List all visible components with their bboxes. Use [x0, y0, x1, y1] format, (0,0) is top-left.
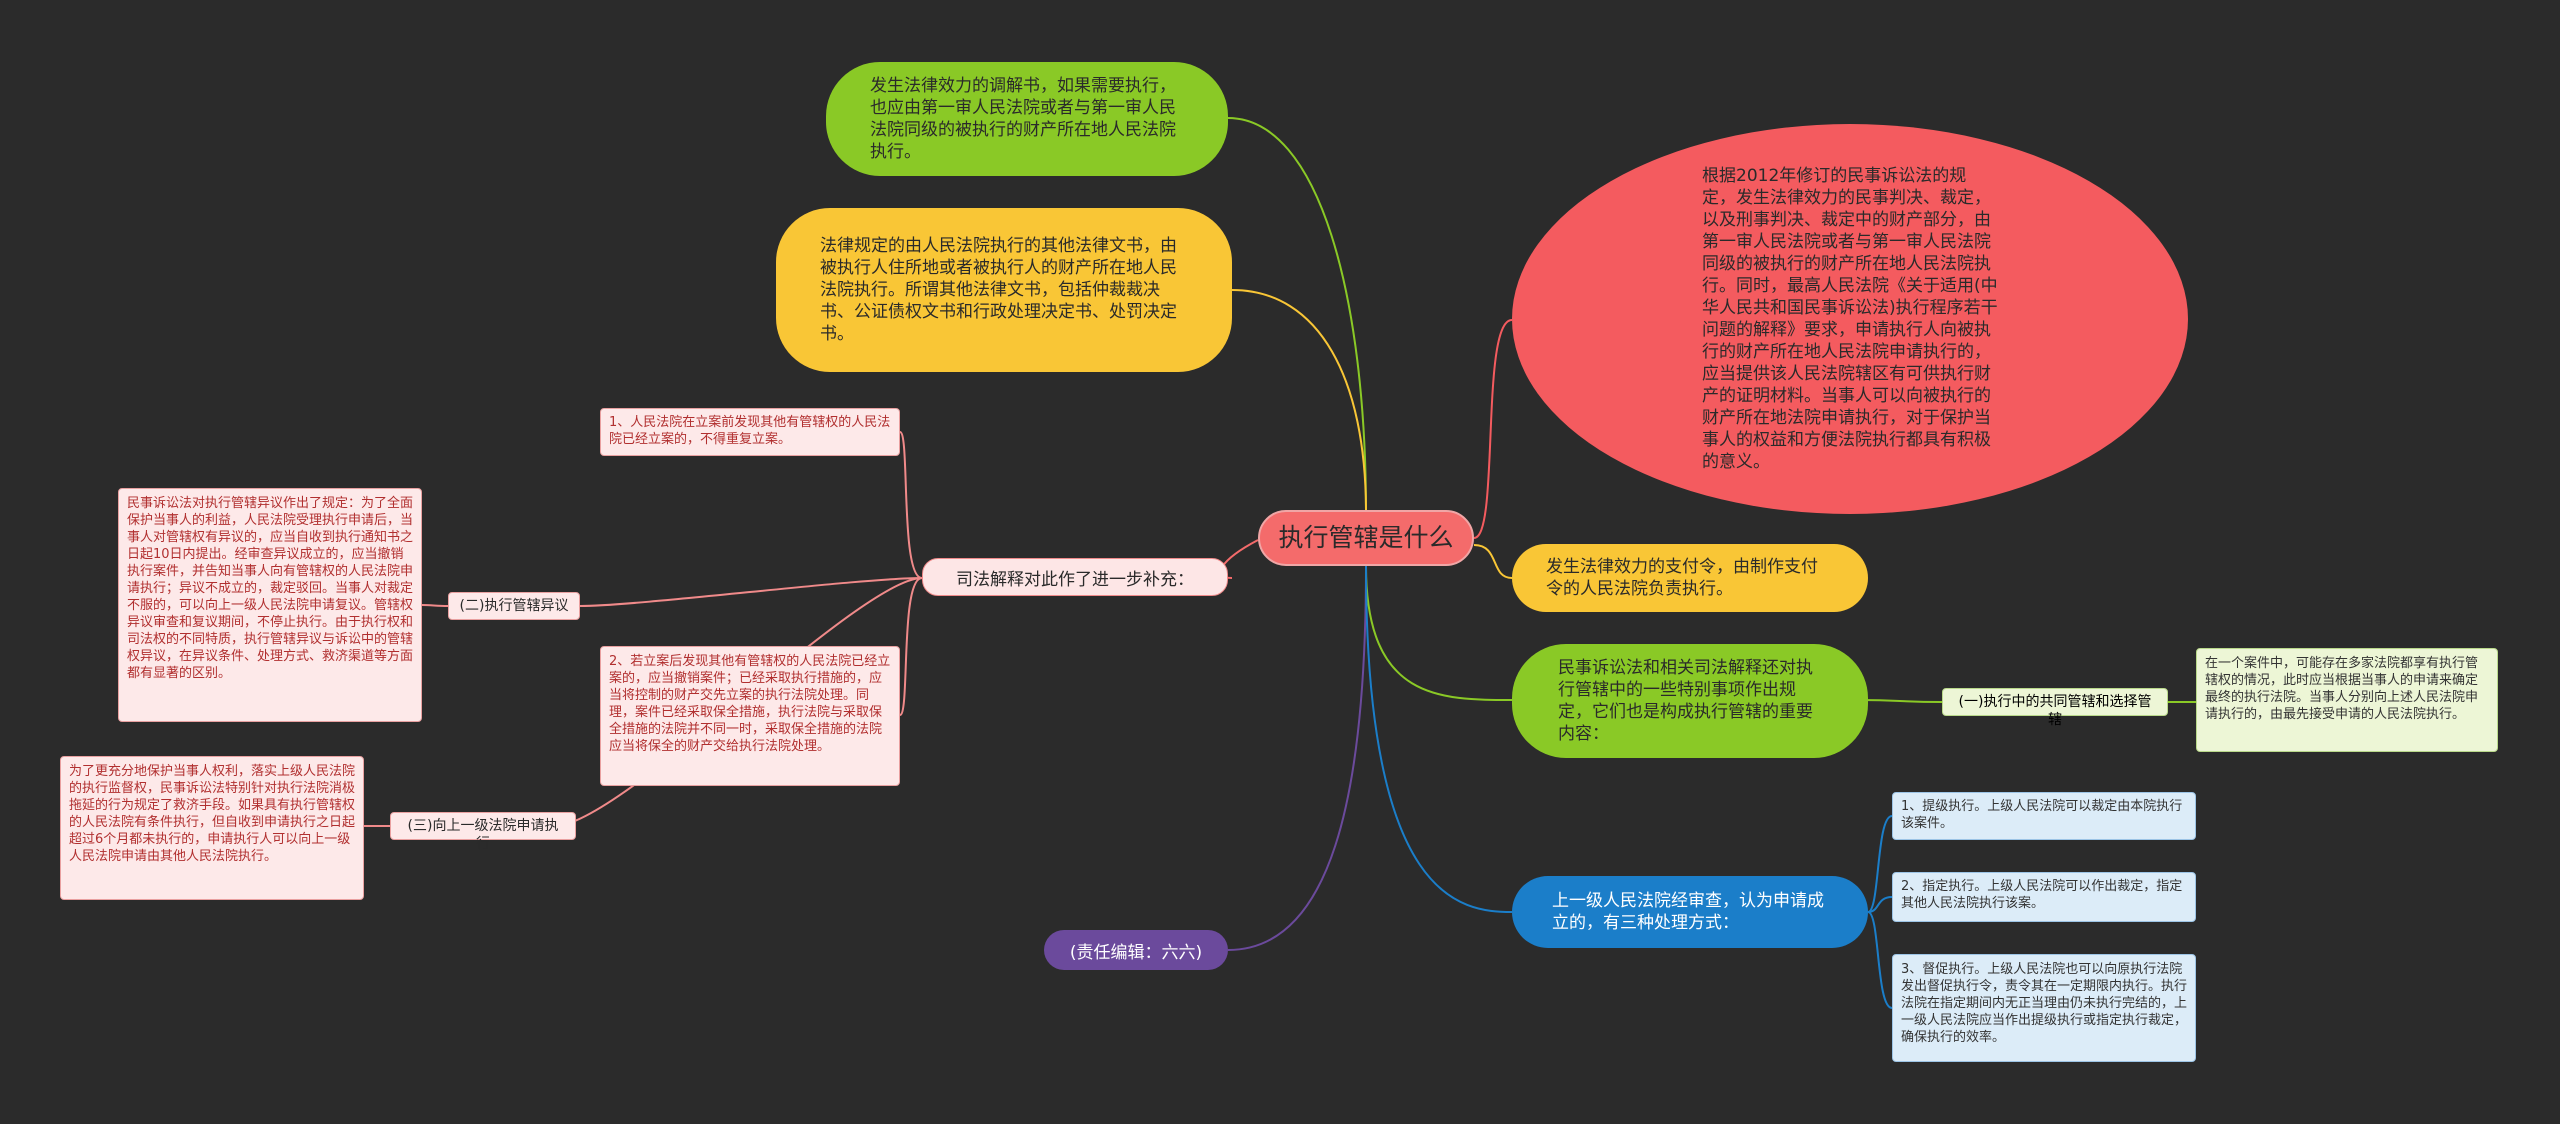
- link-special-common: [1859, 699, 1943, 703]
- node-apply-superior-label: (三)向上一级法院申请执行: [407, 818, 559, 852]
- superior-option-3-text: 3、督促执行。上级人民法院也可以向原执行法院发出督促执行令，责令其在一定期限内执…: [1901, 962, 2188, 1045]
- node-editor[interactable]: (责任编辑：六六): [1044, 930, 1228, 970]
- link-center-payment: [1473, 544, 1513, 579]
- link-superior-opt2: [1867, 896, 1893, 913]
- node-mediation[interactable]: 发生法律效力的调解书，如果需要执行，也应由第一审人民法院或者与第一审人民法院同级…: [826, 62, 1228, 176]
- node-apply-superior[interactable]: (三)向上一级法院申请执行: [390, 812, 576, 852]
- judicial-item-2[interactable]: 2、若立案后发现其他有管辖权的人民法院已经立案的，应当撤销案件；已经采取执行措施…: [600, 646, 900, 786]
- link-objection-detail: [421, 604, 449, 607]
- superior-option-1[interactable]: 1、提级执行。上级人民法院可以裁定由本院执行该案件。: [1892, 792, 2196, 840]
- link-judicial-item2: [899, 577, 923, 716]
- link-center-editor: [1227, 565, 1367, 951]
- objection-detail-text: 民事诉讼法对执行管辖异议作出了规定：为了全面保护当事人的利益，人民法院受理执行申…: [127, 496, 414, 681]
- superior-option-2[interactable]: 2、指定执行。上级人民法院可以作出裁定，指定其他人民法院执行该案。: [1892, 872, 2196, 922]
- common-jurisdiction-detail[interactable]: 在一个案件中，可能存在多家法院都享有执行管辖权的情况，此时应当根据当事人的申请来…: [2196, 648, 2498, 752]
- apply-superior-detail-text: 为了更充分地保护当事人权利，落实上级人民法院的执行监督权，民事诉讼法特别针对执行…: [69, 764, 356, 864]
- node-payment-order[interactable]: 发生法律效力的支付令，由制作支付令的人民法院负责执行。: [1512, 544, 1868, 612]
- objection-detail[interactable]: 民事诉讼法对执行管辖异议作出了规定：为了全面保护当事人的利益，人民法院受理执行申…: [118, 488, 422, 722]
- node-judicial-interpretation[interactable]: 司法解释对此作了进一步补充：: [922, 558, 1228, 596]
- node-mediation-text: 发生法律效力的调解书，如果需要执行，也应由第一审人民法院或者与第一审人民法院同级…: [870, 76, 1176, 162]
- link-center-mediation: [1227, 117, 1367, 513]
- judicial-item-1-text: 1、人民法院在立案前发现其他有管辖权的人民法院已经立案的，不得重复立案。: [609, 415, 891, 447]
- node-judicial-interpretation-label: 司法解释对此作了进一步补充：: [956, 569, 1194, 590]
- superior-option-2-text: 2、指定执行。上级人民法院可以作出裁定，指定其他人民法院执行该案。: [1901, 879, 2183, 911]
- link-superior-opt3: [1867, 911, 1893, 1009]
- node-objection[interactable]: (二)执行管辖异议: [448, 592, 580, 620]
- node-superior-review[interactable]: 上一级人民法院经审查，认为申请成立的，有三种处理方式：: [1512, 876, 1868, 948]
- node-other-documents-text: 法律规定的由人民法院执行的其他法律文书，由被执行人住所地或者被执行人的财产所在地…: [820, 236, 1177, 344]
- node-common-jurisdiction-label: (一)执行中的共同管辖和选择管辖: [1958, 694, 2152, 728]
- link-superior-opt1: [1867, 815, 1893, 913]
- central-topic[interactable]: 执行管辖是什么: [1258, 510, 1474, 566]
- link-center-documents: [1231, 289, 1367, 513]
- node-editor-text: (责任编辑：六六): [1069, 942, 1203, 963]
- node-special-rules-text: 民事诉讼法和相关司法解释还对执行管辖中的一些特别事项作出规定，它们也是构成执行管…: [1558, 658, 1813, 744]
- link-center-main-rule: [1473, 319, 1513, 539]
- node-objection-label: (二)执行管辖异议: [459, 598, 569, 614]
- link-judicial-objection: [579, 577, 923, 607]
- link-judicial-item1: [899, 431, 923, 579]
- superior-option-1-text: 1、提级执行。上级人民法院可以裁定由本院执行该案件。: [1901, 799, 2183, 831]
- link-center-superior: [1365, 565, 1513, 913]
- link-center-special: [1365, 565, 1513, 701]
- apply-superior-detail[interactable]: 为了更充分地保护当事人权利，落实上级人民法院的执行监督权，民事诉讼法特别针对执行…: [60, 756, 364, 900]
- node-main-rule-text: 根据2012年修订的民事诉讼法的规定，发生法律效力的民事判决、裁定，以及刑事判决…: [1702, 166, 1998, 472]
- judicial-item-2-text: 2、若立案后发现其他有管辖权的人民法院已经立案的，应当撤销案件；已经采取执行措施…: [609, 654, 891, 754]
- judicial-item-1[interactable]: 1、人民法院在立案前发现其他有管辖权的人民法院已经立案的，不得重复立案。: [600, 408, 900, 456]
- superior-option-3[interactable]: 3、督促执行。上级人民法院也可以向原执行法院发出督促执行令，责令其在一定期限内执…: [1892, 954, 2196, 1062]
- node-main-rule[interactable]: 根据2012年修订的民事诉讼法的规定，发生法律效力的民事判决、裁定，以及刑事判决…: [1512, 124, 2188, 514]
- node-common-jurisdiction[interactable]: (一)执行中的共同管辖和选择管辖: [1942, 688, 2168, 728]
- node-payment-order-text: 发生法律效力的支付令，由制作支付令的人民法院负责执行。: [1546, 557, 1818, 599]
- node-other-documents[interactable]: 法律规定的由人民法院执行的其他法律文书，由被执行人住所地或者被执行人的财产所在地…: [776, 208, 1232, 372]
- node-special-rules[interactable]: 民事诉讼法和相关司法解释还对执行管辖中的一些特别事项作出规定，它们也是构成执行管…: [1512, 644, 1868, 758]
- common-jurisdiction-detail-text: 在一个案件中，可能存在多家法院都享有执行管辖权的情况，此时应当根据当事人的申请来…: [2205, 656, 2479, 722]
- node-superior-review-text: 上一级人民法院经审查，认为申请成立的，有三种处理方式：: [1552, 891, 1824, 933]
